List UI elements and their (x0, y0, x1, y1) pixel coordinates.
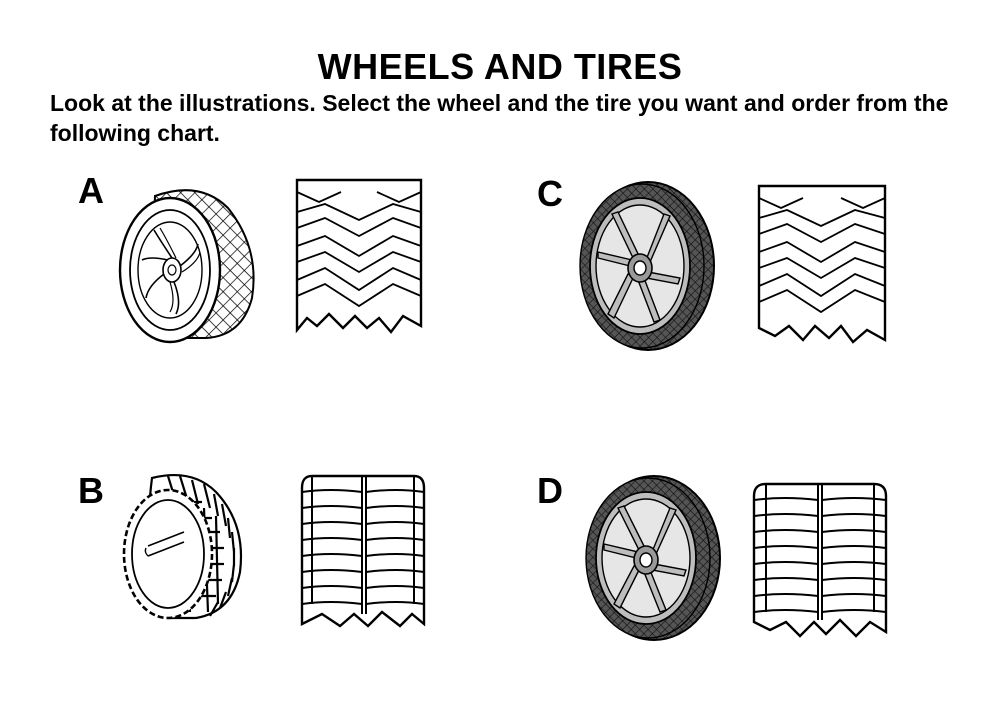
option-d-label: D (537, 470, 563, 511)
tread-b-icon (300, 474, 426, 628)
tread-c-icon (757, 184, 887, 344)
instructions-text: Look at the illustrations. Select the wh… (50, 90, 949, 146)
tread-d-icon (752, 482, 888, 638)
option-a-label: A (78, 170, 104, 211)
option-c-label: C (537, 173, 563, 214)
option-b-label: B (78, 470, 104, 511)
wheel-d-icon (585, 475, 721, 641)
wheel-c-icon (579, 181, 715, 351)
wheel-a-icon (118, 189, 255, 344)
tread-a-icon (295, 178, 423, 334)
page-title: WHEELS AND TIRES (317, 46, 683, 87)
wheel-b-icon (122, 474, 243, 620)
